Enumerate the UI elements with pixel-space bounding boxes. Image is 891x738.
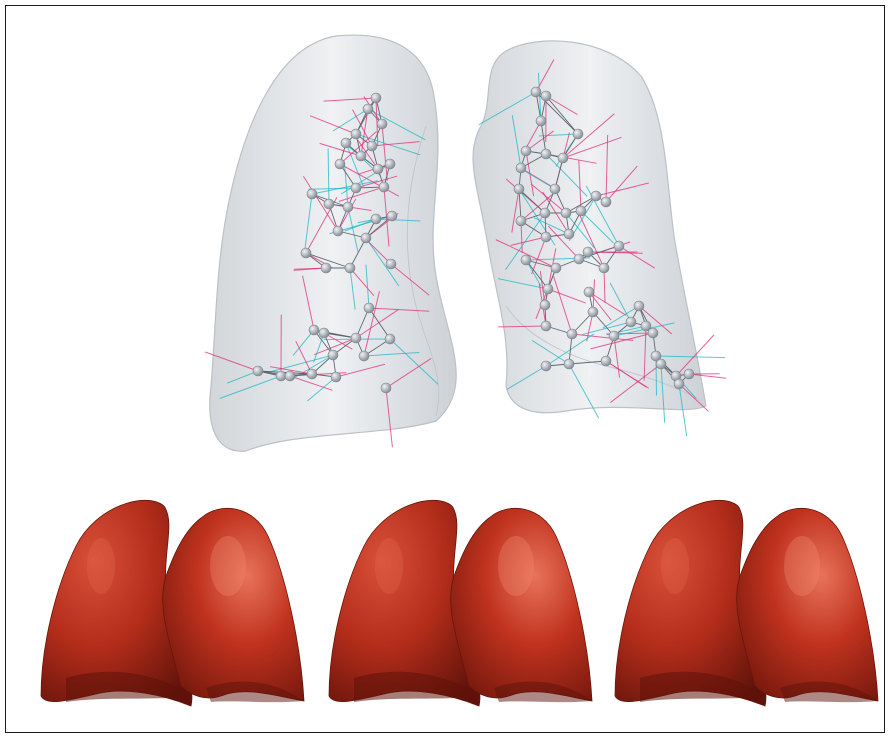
graph-node xyxy=(387,211,397,221)
lung-highlight xyxy=(210,536,246,596)
graph-node xyxy=(576,206,586,216)
graph-node xyxy=(253,366,263,376)
graph-node xyxy=(328,350,338,360)
red-lung-row xyxy=(41,500,878,706)
graph-node xyxy=(385,334,395,344)
graph-node xyxy=(335,159,345,169)
graph-node xyxy=(601,356,611,366)
graph-node xyxy=(626,317,636,327)
graph-node xyxy=(584,287,594,297)
graph-node xyxy=(324,199,334,209)
graph-node xyxy=(276,371,286,381)
right-lung-shape xyxy=(451,508,592,701)
figure-frame xyxy=(5,5,885,733)
right-lung-transparent xyxy=(473,41,706,413)
graph-node xyxy=(345,263,355,273)
lung-highlight xyxy=(498,536,534,596)
graph-node xyxy=(558,153,568,163)
graph-node xyxy=(574,254,584,264)
graph-node xyxy=(540,208,550,218)
graph-node xyxy=(343,202,353,212)
right-lung-shape xyxy=(737,508,878,701)
graph-node xyxy=(309,325,319,335)
lung-highlight xyxy=(661,538,689,594)
graph-node xyxy=(536,116,546,126)
graph-node xyxy=(364,303,374,313)
graph-node xyxy=(684,369,694,379)
graph-node xyxy=(541,361,551,371)
graph-node xyxy=(359,351,369,361)
graph-node xyxy=(341,138,351,148)
lung-highlight xyxy=(87,538,115,594)
lung-highlight xyxy=(784,536,820,596)
graph-node xyxy=(541,149,551,159)
graph-node xyxy=(609,331,619,341)
graph-node xyxy=(367,141,377,151)
red-lung-render-3 xyxy=(615,500,878,706)
graph-node xyxy=(551,263,561,273)
graph-node xyxy=(331,372,341,382)
graph-node xyxy=(321,263,331,273)
graph-node xyxy=(564,229,574,239)
graph-node xyxy=(648,328,658,338)
graph-node xyxy=(363,104,373,114)
graph-node xyxy=(371,93,381,103)
graph-node xyxy=(307,369,317,379)
graph-node xyxy=(319,328,329,338)
graph-node xyxy=(333,226,343,236)
graph-node xyxy=(307,189,317,199)
graph-node xyxy=(356,151,366,161)
lung-highlight xyxy=(375,538,403,594)
graph-node xyxy=(516,163,526,173)
graph-node xyxy=(561,208,571,218)
graph-node xyxy=(588,307,598,317)
graph-node xyxy=(351,333,361,343)
graph-node xyxy=(377,119,387,129)
graph-node xyxy=(531,87,541,97)
graph-node xyxy=(516,216,526,226)
graph-node xyxy=(379,182,389,192)
graph-node xyxy=(674,379,684,389)
red-lung-render-2 xyxy=(329,500,592,706)
graph-node xyxy=(543,284,553,294)
graph-node xyxy=(541,321,551,331)
graph-node xyxy=(564,359,574,369)
graph-node xyxy=(656,359,666,369)
graph-node xyxy=(599,263,609,273)
transparent-lung-graph-panel xyxy=(6,6,884,732)
graph-node xyxy=(371,214,381,224)
graph-node xyxy=(521,146,531,156)
graph-node xyxy=(567,329,577,339)
graph-node xyxy=(614,241,624,251)
graph-node xyxy=(591,191,601,201)
graph-node xyxy=(351,183,361,193)
graph-node xyxy=(583,247,593,257)
graph-node xyxy=(381,383,391,393)
graph-node xyxy=(351,129,361,139)
graph-node xyxy=(550,184,560,194)
graph-node xyxy=(541,91,551,101)
graph-node xyxy=(285,371,295,381)
graph-node xyxy=(634,301,644,311)
right-lung-shape xyxy=(163,508,304,701)
graph-node xyxy=(373,164,383,174)
graph-node xyxy=(540,300,550,310)
graph-node xyxy=(601,197,611,207)
graph-node xyxy=(301,248,311,258)
red-lung-render-1 xyxy=(41,500,304,706)
graph-node xyxy=(385,159,395,169)
graph-node xyxy=(521,255,531,265)
graph-node xyxy=(386,259,396,269)
graph-node xyxy=(541,232,551,242)
graph-node xyxy=(514,184,524,194)
graph-node xyxy=(573,129,583,139)
graph-node xyxy=(361,233,371,243)
